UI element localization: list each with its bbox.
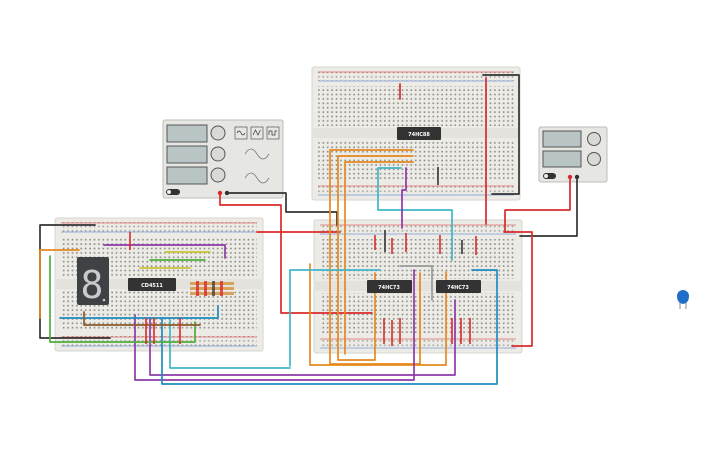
seven-segment-digit: 8 xyxy=(81,263,104,307)
power-switch-icon[interactable] xyxy=(166,189,180,195)
wire-purple[interactable] xyxy=(149,299,456,376)
wire-green[interactable] xyxy=(49,255,196,343)
wire-purple[interactable] xyxy=(134,269,415,381)
triangle-wave-icon[interactable] xyxy=(250,126,264,140)
wire-red[interactable] xyxy=(219,192,373,314)
jumpers xyxy=(129,167,477,346)
wire-orange[interactable] xyxy=(329,149,421,365)
wire-purple[interactable] xyxy=(103,244,226,259)
wire-cyan[interactable] xyxy=(377,167,453,261)
wire-red[interactable] xyxy=(504,176,571,233)
wire-orange[interactable] xyxy=(39,249,80,319)
seven-segment-display[interactable]: 8 xyxy=(77,257,109,307)
knob-icon[interactable] xyxy=(587,132,601,146)
wire-gray[interactable] xyxy=(399,265,433,301)
wire-dark[interactable] xyxy=(226,192,338,226)
chip-74hc88[interactable]: 74HC88 xyxy=(397,127,441,140)
chip-label: 74HC88 xyxy=(408,132,430,138)
wire-purple[interactable] xyxy=(401,167,407,229)
wire-cyan[interactable] xyxy=(169,319,291,369)
sine-wave-icon[interactable] xyxy=(234,126,248,140)
chip-74hc73-right[interactable]: 74HC73 xyxy=(436,280,481,293)
knob-icon[interactable] xyxy=(210,167,226,183)
wire-orange[interactable] xyxy=(309,263,447,366)
chip-label: CD4511 xyxy=(141,283,163,289)
sine-wave-preview xyxy=(244,148,270,160)
wires xyxy=(39,74,578,385)
function-generator[interactable] xyxy=(162,119,284,199)
knob-icon[interactable] xyxy=(587,152,601,166)
chip-cd4511[interactable]: CD4511 xyxy=(128,278,176,291)
square-wave-icon[interactable] xyxy=(266,126,280,140)
chip-label: 74HC73 xyxy=(447,285,469,291)
wire-blue[interactable] xyxy=(59,305,219,319)
power-switch-icon[interactable] xyxy=(543,173,556,179)
power-supply[interactable] xyxy=(538,126,608,183)
resistor-array[interactable] xyxy=(190,281,234,296)
wire-orange[interactable] xyxy=(344,161,414,355)
knob-icon[interactable] xyxy=(210,146,226,162)
chip-label: 74HC73 xyxy=(378,285,400,291)
capacitor-icon[interactable] xyxy=(677,290,689,309)
wire-cyan[interactable] xyxy=(289,269,381,367)
wire-dark[interactable] xyxy=(519,176,578,237)
wire-blue[interactable] xyxy=(161,269,498,385)
sine-wave-preview xyxy=(244,172,270,184)
wire-red[interactable] xyxy=(503,231,533,347)
wire-orange[interactable] xyxy=(337,155,414,361)
wire-brown[interactable] xyxy=(83,311,201,326)
chip-74hc73-left[interactable]: 74HC73 xyxy=(367,280,412,293)
knob-icon[interactable] xyxy=(210,125,226,141)
wire-dark[interactable] xyxy=(482,74,520,195)
